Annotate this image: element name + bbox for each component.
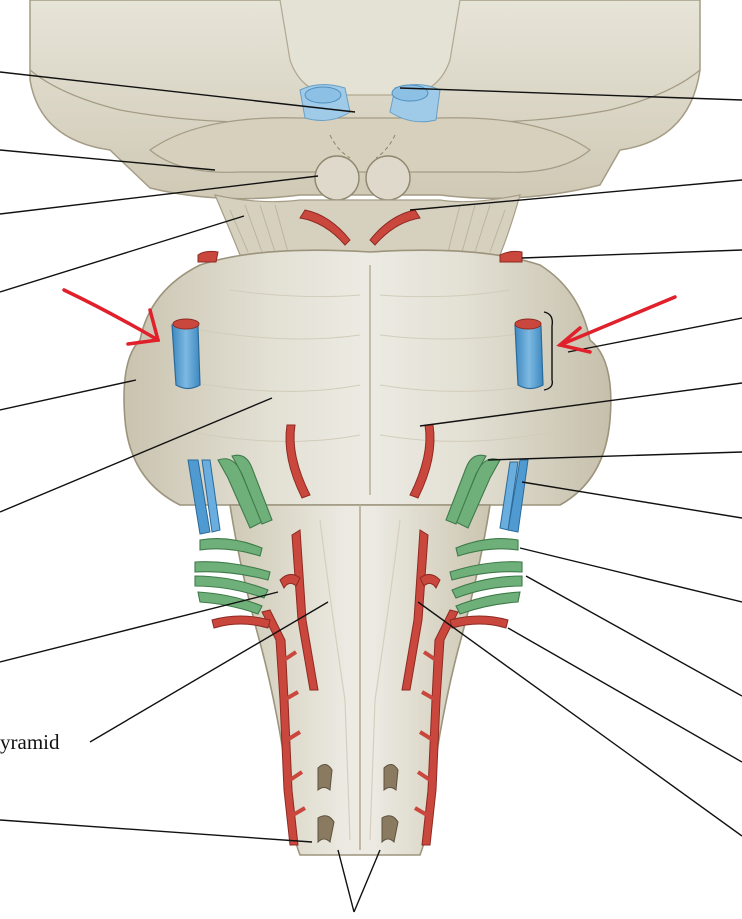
- cerebral-peduncles: [213, 194, 521, 256]
- left-red-arrow: [62, 288, 161, 346]
- olive-structures: [317, 764, 399, 844]
- upper-brain-region: [29, 0, 701, 201]
- arteries: [197, 209, 523, 846]
- blue-structures: [171, 318, 544, 535]
- leader-lines: [0, 71, 742, 913]
- medulla-oblongata: [229, 504, 491, 856]
- pons: [123, 249, 612, 506]
- green-nerves: [194, 454, 523, 615]
- right-red-arrow: [556, 295, 677, 354]
- pyramid-label: yramid: [0, 730, 60, 754]
